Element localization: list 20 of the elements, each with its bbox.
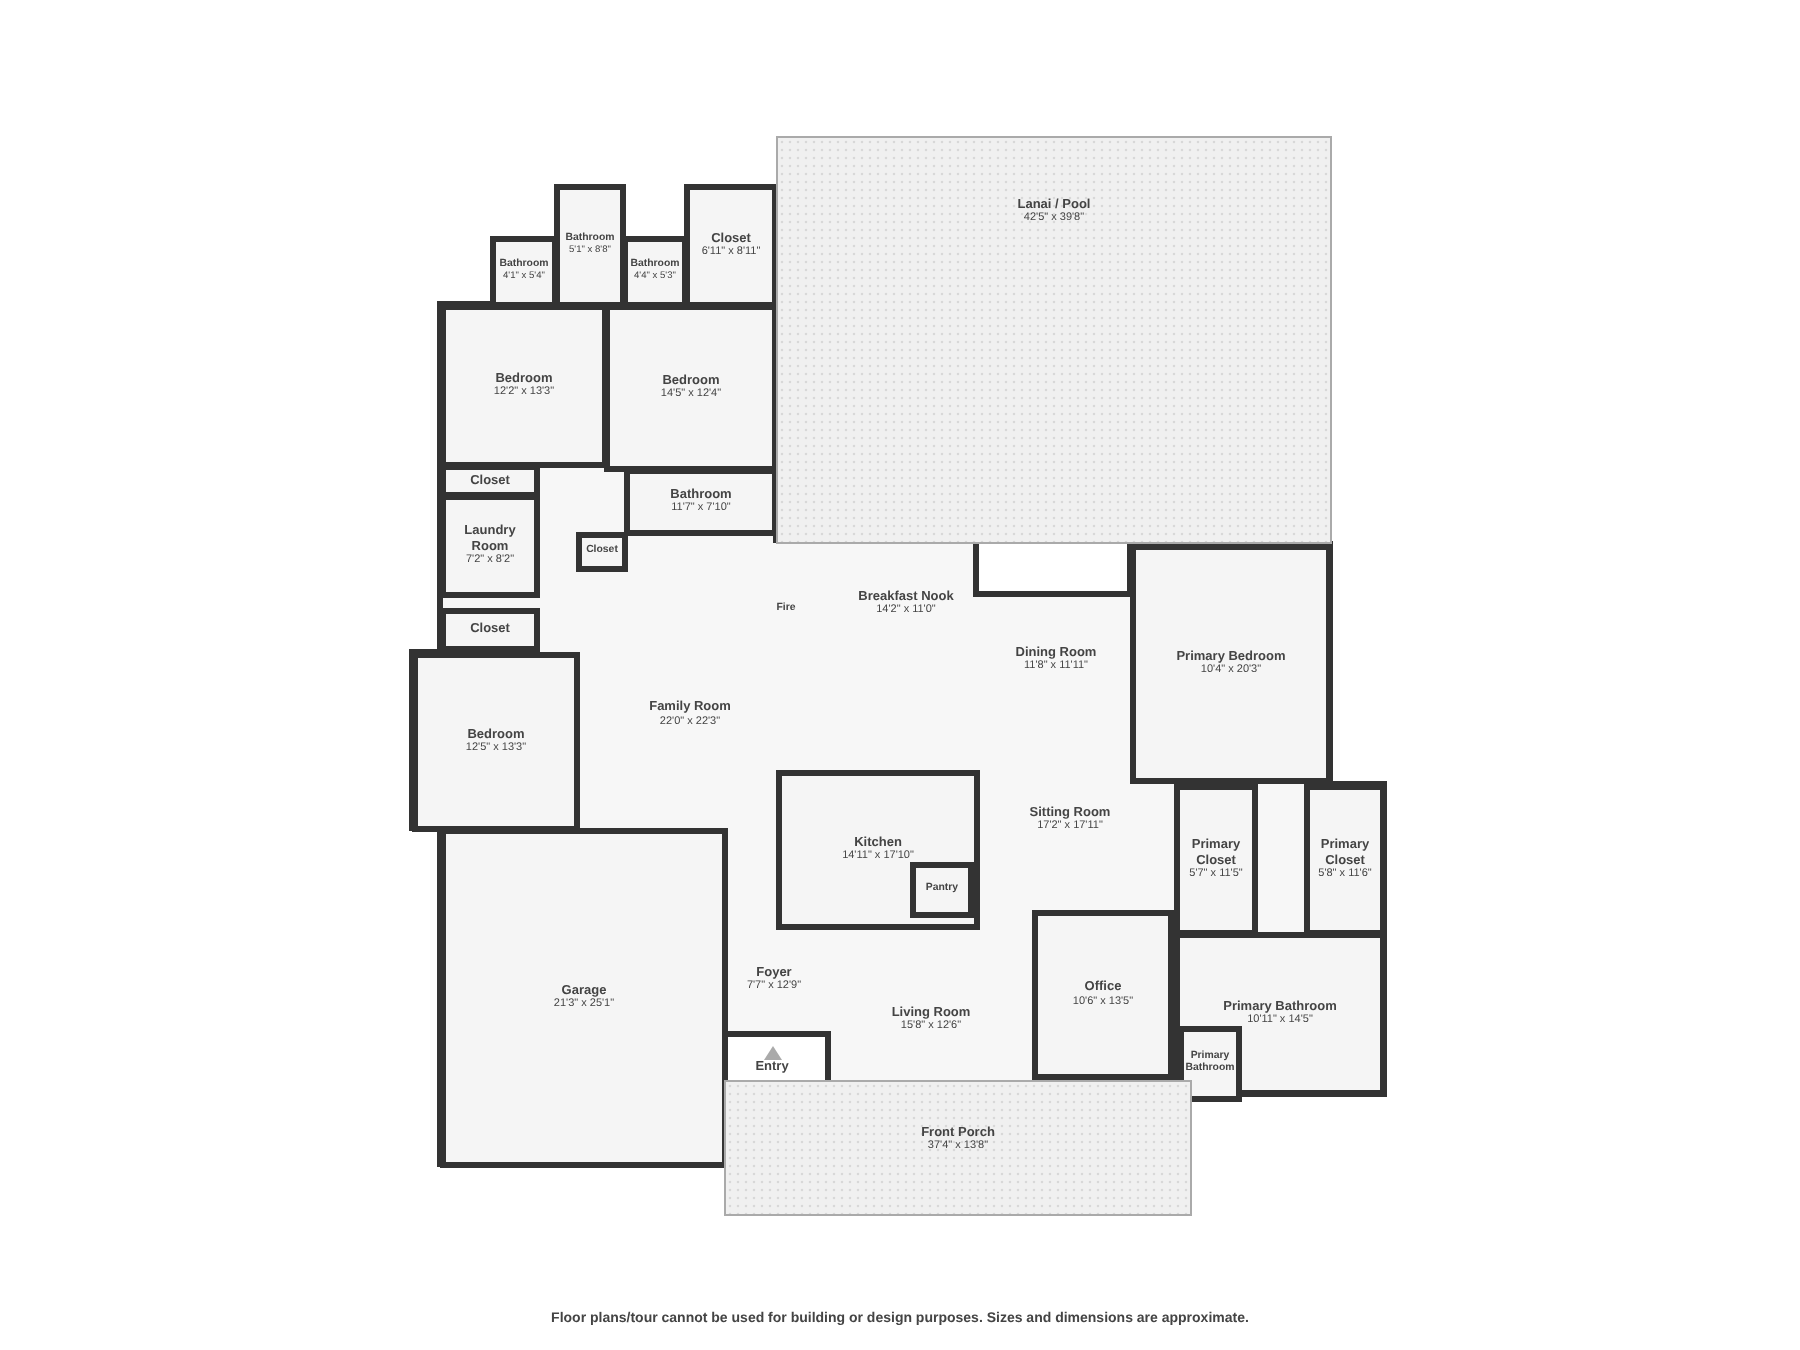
room-walls xyxy=(776,770,980,930)
room-walls xyxy=(624,468,778,536)
room-walls xyxy=(1178,1026,1242,1102)
room-walls xyxy=(440,608,540,652)
room-walls xyxy=(440,828,728,1168)
room-walls xyxy=(1130,544,1332,784)
room-walls xyxy=(440,304,608,468)
room-walls xyxy=(1304,784,1386,936)
room-walls xyxy=(1032,910,1174,1080)
outdoor-area xyxy=(724,1080,1192,1216)
outdoor-area xyxy=(776,136,1332,544)
room-walls xyxy=(1174,932,1386,1096)
room-walls xyxy=(440,494,540,598)
room-walls xyxy=(412,652,580,832)
room-walls xyxy=(1174,784,1258,936)
room-walls xyxy=(554,184,626,308)
room-walls xyxy=(576,532,628,572)
room-walls xyxy=(684,184,778,308)
room-walls xyxy=(910,862,974,918)
room-walls xyxy=(604,304,778,472)
